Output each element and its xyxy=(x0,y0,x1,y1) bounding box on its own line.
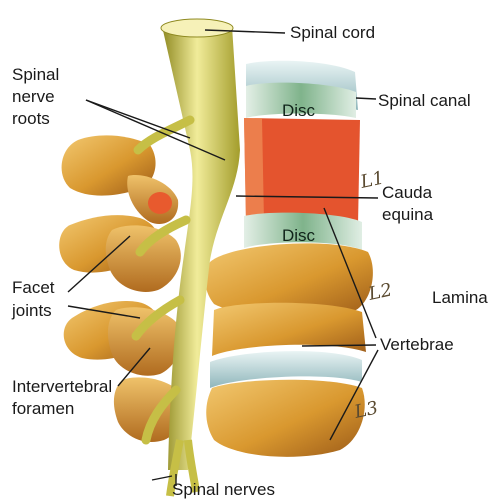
label-lamina: Lamina xyxy=(432,288,488,307)
label-disc-upper: Disc xyxy=(282,101,316,120)
level-mark-l2: L2 xyxy=(366,279,394,305)
label-intervertebral-foramen-line1: Intervertebral xyxy=(12,377,112,396)
label-disc-lower: Disc xyxy=(282,226,316,245)
label-facet-joints-line2: joints xyxy=(11,301,52,320)
label-cauda-equina-line2: equina xyxy=(382,205,434,224)
label-facet-joints-line1: Facet xyxy=(12,278,55,297)
label-intervertebral-foramen-line2: foramen xyxy=(12,399,74,418)
label-spinal-nerve-roots-line2: nerve xyxy=(12,87,55,106)
level-mark-l3: L3 xyxy=(352,397,380,423)
label-spinal-canal: Spinal canal xyxy=(378,91,471,110)
label-spinal-nerve-roots-line3: roots xyxy=(12,109,50,128)
label-spinal-cord: Spinal cord xyxy=(290,23,375,42)
label-vertebrae: Vertebrae xyxy=(380,335,454,354)
label-spinal-nerve-roots-line1: Spinal xyxy=(12,65,59,84)
label-spinal-nerves: Spinal nerves xyxy=(172,480,275,499)
label-cauda-equina-line1: Cauda xyxy=(382,183,433,202)
